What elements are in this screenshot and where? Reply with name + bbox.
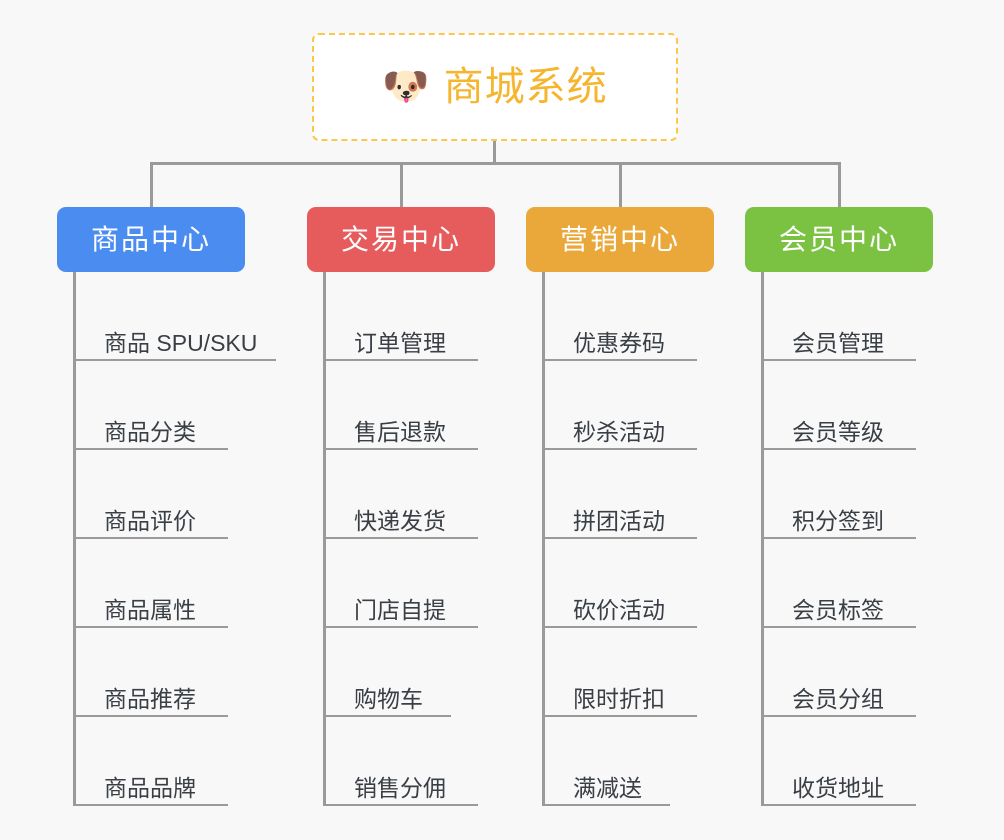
category-column-member-center: 会员中心 会员管理 会员等级 积分签到 会员标签 会员分组 (745, 207, 984, 806)
root-node[interactable]: 🐶 商城系统 (312, 33, 678, 141)
list-item[interactable]: 快递发货 (326, 450, 546, 539)
leaf-underline (76, 626, 228, 628)
list-item[interactable]: 售后退款 (326, 361, 546, 450)
leaf-label: 销售分佣 (354, 774, 446, 801)
list-item[interactable]: 商品推荐 (76, 628, 296, 717)
leaf-label: 商品品牌 (104, 774, 196, 801)
leaf-label: 商品属性 (104, 596, 196, 623)
leaf-label: 拼团活动 (573, 507, 665, 534)
leaf-underline (76, 359, 276, 361)
list-item[interactable]: 优惠券码 (545, 272, 765, 361)
dog-face-icon: 🐶 (382, 66, 430, 108)
list-item[interactable]: 会员等级 (764, 361, 984, 450)
connector-drop-marketing-center (619, 162, 622, 207)
category-column-trade-center: 交易中心 订单管理 售后退款 快递发货 门店自提 购物车 (307, 207, 546, 806)
leaf-label: 会员管理 (792, 329, 884, 356)
leaf-underline (764, 359, 916, 361)
category-label: 营销中心 (559, 223, 680, 255)
category-label: 交易中心 (340, 223, 461, 255)
category-label: 商品中心 (90, 223, 211, 255)
leaf-underline (326, 359, 478, 361)
list-item[interactable]: 积分签到 (764, 450, 984, 539)
leaf-label: 砍价活动 (573, 596, 665, 623)
connector-drop-member-center (838, 162, 841, 207)
leaf-underline (545, 448, 697, 450)
connector-drop-trade-center (400, 162, 403, 207)
list-item[interactable]: 门店自提 (326, 539, 546, 628)
list-item[interactable]: 砍价活动 (545, 539, 765, 628)
leaf-underline (545, 359, 697, 361)
leaf-label: 门店自提 (354, 596, 446, 623)
category-column-marketing-center: 营销中心 优惠券码 秒杀活动 拼团活动 砍价活动 限时折扣 (526, 207, 765, 806)
leaf-underline (545, 804, 670, 806)
leaf-list-marketing-center: 优惠券码 秒杀活动 拼团活动 砍价活动 限时折扣 满减送 (542, 272, 765, 806)
leaf-underline (76, 537, 228, 539)
category-header-product-center[interactable]: 商品中心 (57, 207, 245, 272)
leaf-label: 商品 SPU/SKU (104, 329, 258, 356)
leaf-label: 购物车 (354, 685, 423, 712)
leaf-underline (764, 626, 916, 628)
category-header-member-center[interactable]: 会员中心 (745, 207, 933, 272)
list-item[interactable]: 会员管理 (764, 272, 984, 361)
leaf-underline (545, 626, 697, 628)
leaf-underline (326, 448, 478, 450)
leaf-underline (76, 715, 228, 717)
list-item[interactable]: 购物车 (326, 628, 546, 717)
leaf-list-trade-center: 订单管理 售后退款 快递发货 门店自提 购物车 销售分佣 (323, 272, 546, 806)
leaf-list-product-center: 商品 SPU/SKU 商品分类 商品评价 商品属性 商品推荐 商品品牌 (73, 272, 296, 806)
list-item[interactable]: 收货地址 (764, 717, 984, 806)
category-column-product-center: 商品中心 商品 SPU/SKU 商品分类 商品评价 商品属性 商品推荐 (57, 207, 296, 806)
leaf-underline (326, 804, 478, 806)
leaf-label: 商品分类 (104, 418, 196, 445)
root-title: 商城系统 (443, 65, 608, 109)
list-item[interactable]: 会员标签 (764, 539, 984, 628)
leaf-label: 限时折扣 (573, 685, 665, 712)
list-item[interactable]: 商品分类 (76, 361, 296, 450)
leaf-underline (764, 537, 916, 539)
leaf-label: 商品评价 (104, 507, 196, 534)
leaf-label: 积分签到 (792, 507, 884, 534)
list-item[interactable]: 商品 SPU/SKU (76, 272, 296, 361)
leaf-label: 会员等级 (792, 418, 884, 445)
list-item[interactable]: 限时折扣 (545, 628, 765, 717)
leaf-underline (764, 804, 916, 806)
leaf-label: 优惠券码 (573, 329, 665, 356)
leaf-underline (326, 537, 478, 539)
category-header-marketing-center[interactable]: 营销中心 (526, 207, 714, 272)
list-item[interactable]: 满减送 (545, 717, 765, 806)
list-item[interactable]: 商品品牌 (76, 717, 296, 806)
leaf-underline (545, 537, 697, 539)
list-item[interactable]: 拼团活动 (545, 450, 765, 539)
leaf-underline (764, 448, 916, 450)
list-item[interactable]: 订单管理 (326, 272, 546, 361)
leaf-label: 秒杀活动 (573, 418, 665, 445)
leaf-list-member-center: 会员管理 会员等级 积分签到 会员标签 会员分组 收货地址 (761, 272, 984, 806)
list-item[interactable]: 商品评价 (76, 450, 296, 539)
leaf-underline (326, 715, 451, 717)
leaf-label: 会员标签 (792, 596, 884, 623)
leaf-label: 售后退款 (354, 418, 446, 445)
leaf-label: 收货地址 (792, 774, 884, 801)
leaf-label: 快递发货 (354, 507, 446, 534)
leaf-label: 满减送 (573, 774, 642, 801)
list-item[interactable]: 会员分组 (764, 628, 984, 717)
leaf-underline (76, 448, 228, 450)
category-label: 会员中心 (778, 223, 899, 255)
leaf-label: 会员分组 (792, 685, 884, 712)
leaf-label: 订单管理 (354, 329, 446, 356)
connector-root-stem (493, 141, 496, 163)
connector-bus-bar (150, 162, 841, 165)
leaf-underline (764, 715, 916, 717)
category-header-trade-center[interactable]: 交易中心 (307, 207, 495, 272)
leaf-label: 商品推荐 (104, 685, 196, 712)
list-item[interactable]: 秒杀活动 (545, 361, 765, 450)
leaf-underline (326, 626, 478, 628)
connector-drop-product-center (150, 162, 153, 207)
leaf-underline (545, 715, 697, 717)
leaf-underline (76, 804, 228, 806)
list-item[interactable]: 商品属性 (76, 539, 296, 628)
list-item[interactable]: 销售分佣 (326, 717, 546, 806)
